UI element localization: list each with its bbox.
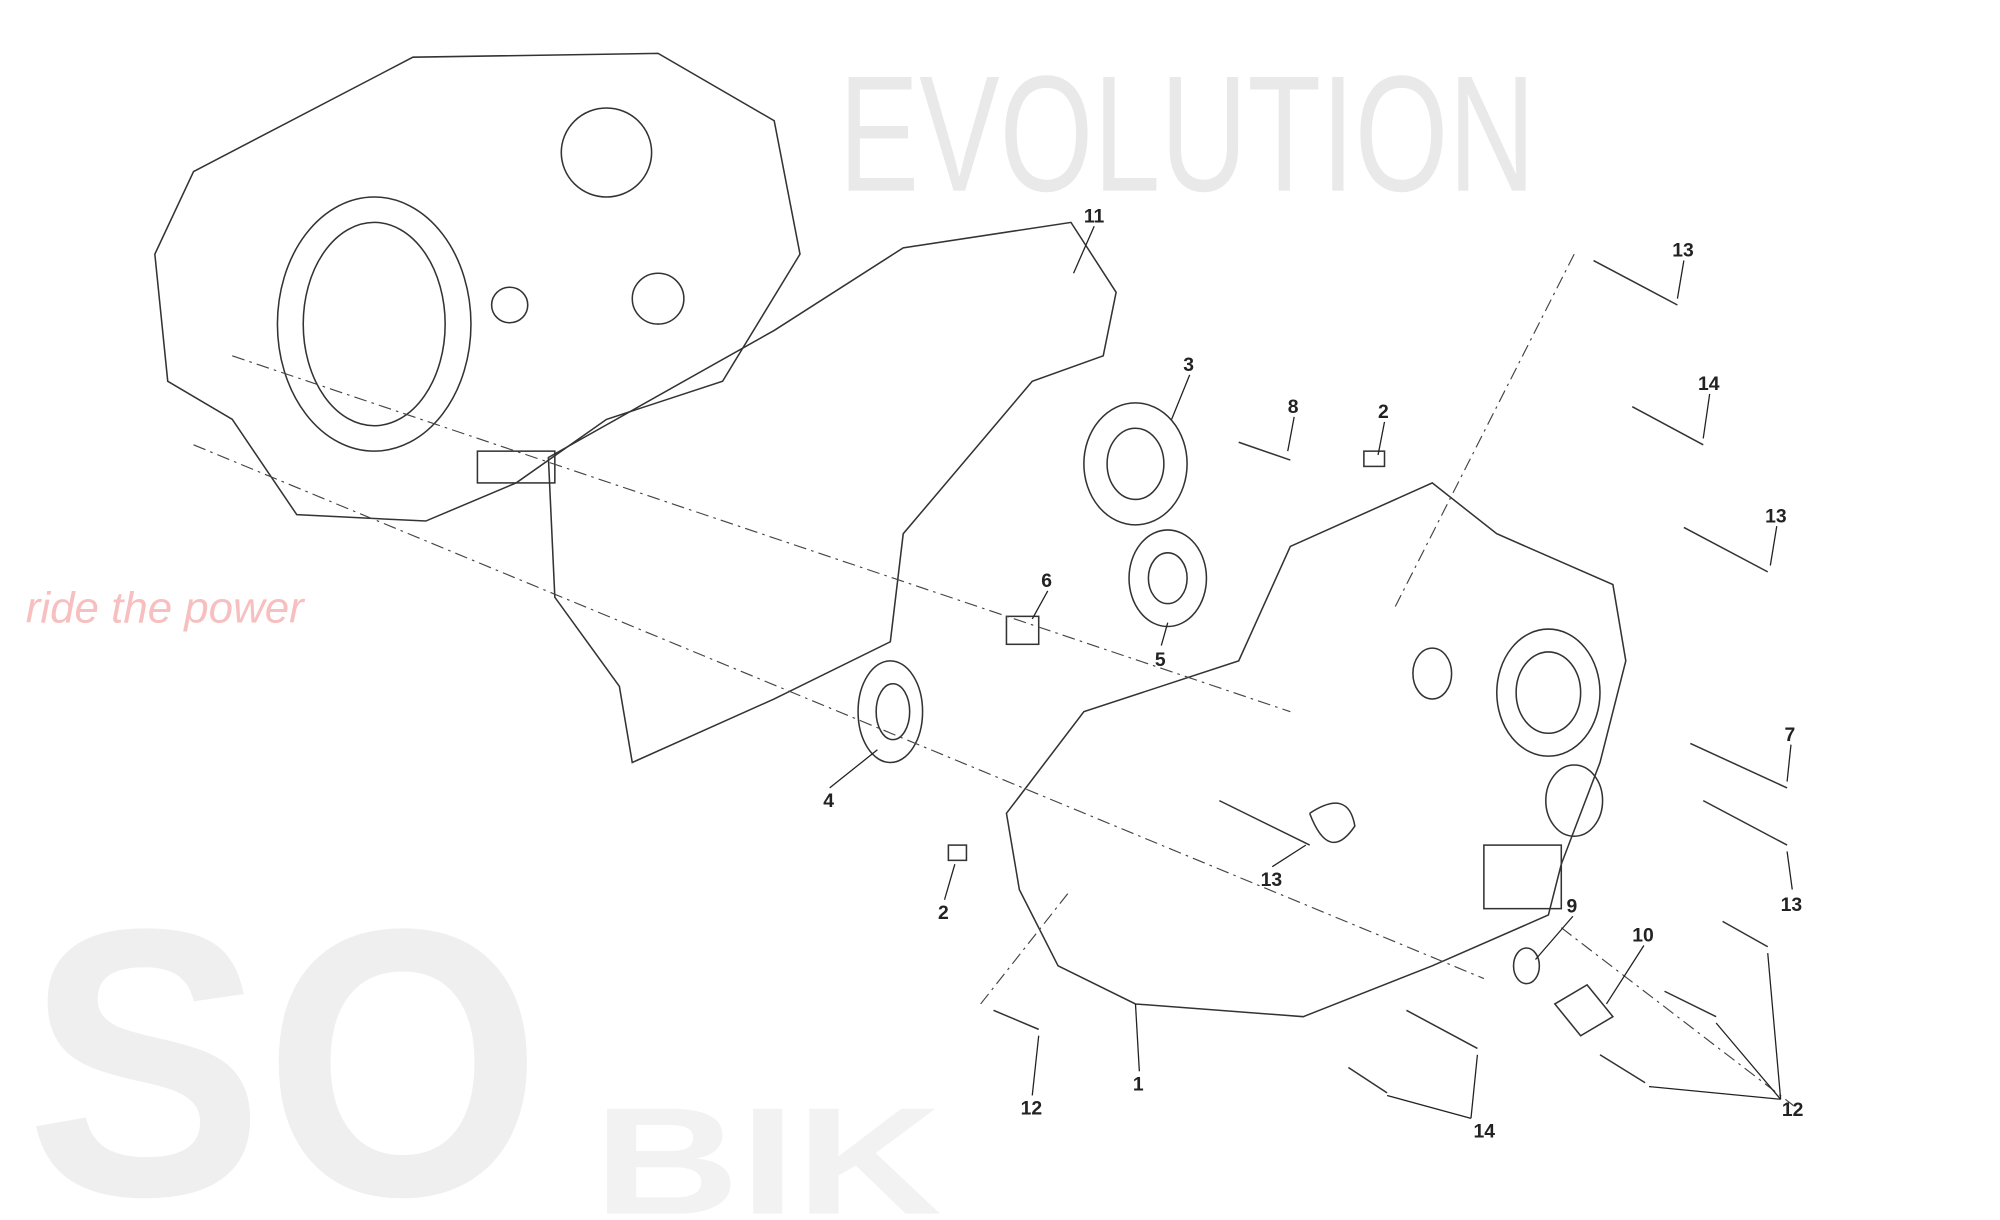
watermark-tagline: ride the power <box>26 585 305 633</box>
callout-13[interactable]: 13 <box>1765 506 1787 527</box>
gasket-part <box>547 221 1117 764</box>
callout-9[interactable]: 9 <box>1566 897 1577 918</box>
callout-13[interactable]: 13 <box>1781 895 1803 916</box>
callout-13[interactable]: 13 <box>1672 241 1694 262</box>
washer-9 <box>1512 947 1541 985</box>
bearing-3 <box>1083 402 1188 526</box>
callout-8[interactable]: 8 <box>1288 397 1299 418</box>
callout-10[interactable]: 10 <box>1632 926 1654 947</box>
left-crankcase-half <box>154 52 801 522</box>
callout-13[interactable]: 13 <box>1261 870 1283 891</box>
callout-7[interactable]: 7 <box>1785 725 1796 746</box>
right-crankcase <box>1005 482 1627 1018</box>
assembly-axis-lines <box>193 253 1794 1107</box>
callout-12[interactable]: 12 <box>1782 1100 1804 1121</box>
leader-lines <box>829 225 1793 1119</box>
callout-11[interactable]: 11 <box>1084 207 1105 228</box>
callout-1[interactable]: 1 <box>1133 1074 1144 1095</box>
needle-bearing-6 <box>1005 615 1040 646</box>
drain-plug-10 <box>1553 983 1615 1037</box>
callout-14[interactable]: 14 <box>1698 374 1720 395</box>
callout-2[interactable]: 2 <box>938 903 949 924</box>
watermark-brand: EVOLUTION <box>839 42 1536 227</box>
callouts: 11 3 8 2 13 14 13 6 5 7 4 13 13 2 9 10 1… <box>823 207 1803 1143</box>
callout-6[interactable]: 6 <box>1041 571 1052 592</box>
watermark-stipple: SO <box>26 850 542 1220</box>
bearing-4 <box>857 660 924 764</box>
callout-2[interactable]: 2 <box>1378 402 1389 423</box>
callout-14[interactable]: 14 <box>1474 1122 1496 1143</box>
callout-12[interactable]: 12 <box>1021 1099 1043 1120</box>
watermark-stipple-2: BIK <box>594 1076 942 1220</box>
callout-5[interactable]: 5 <box>1155 650 1166 671</box>
callout-4[interactable]: 4 <box>823 791 834 812</box>
bearing-5 <box>1128 529 1208 628</box>
callout-3[interactable]: 3 <box>1183 355 1194 376</box>
watermark: EVOLUTION ride the power SO BIK <box>26 42 1536 1220</box>
bolts <box>947 259 1788 1094</box>
